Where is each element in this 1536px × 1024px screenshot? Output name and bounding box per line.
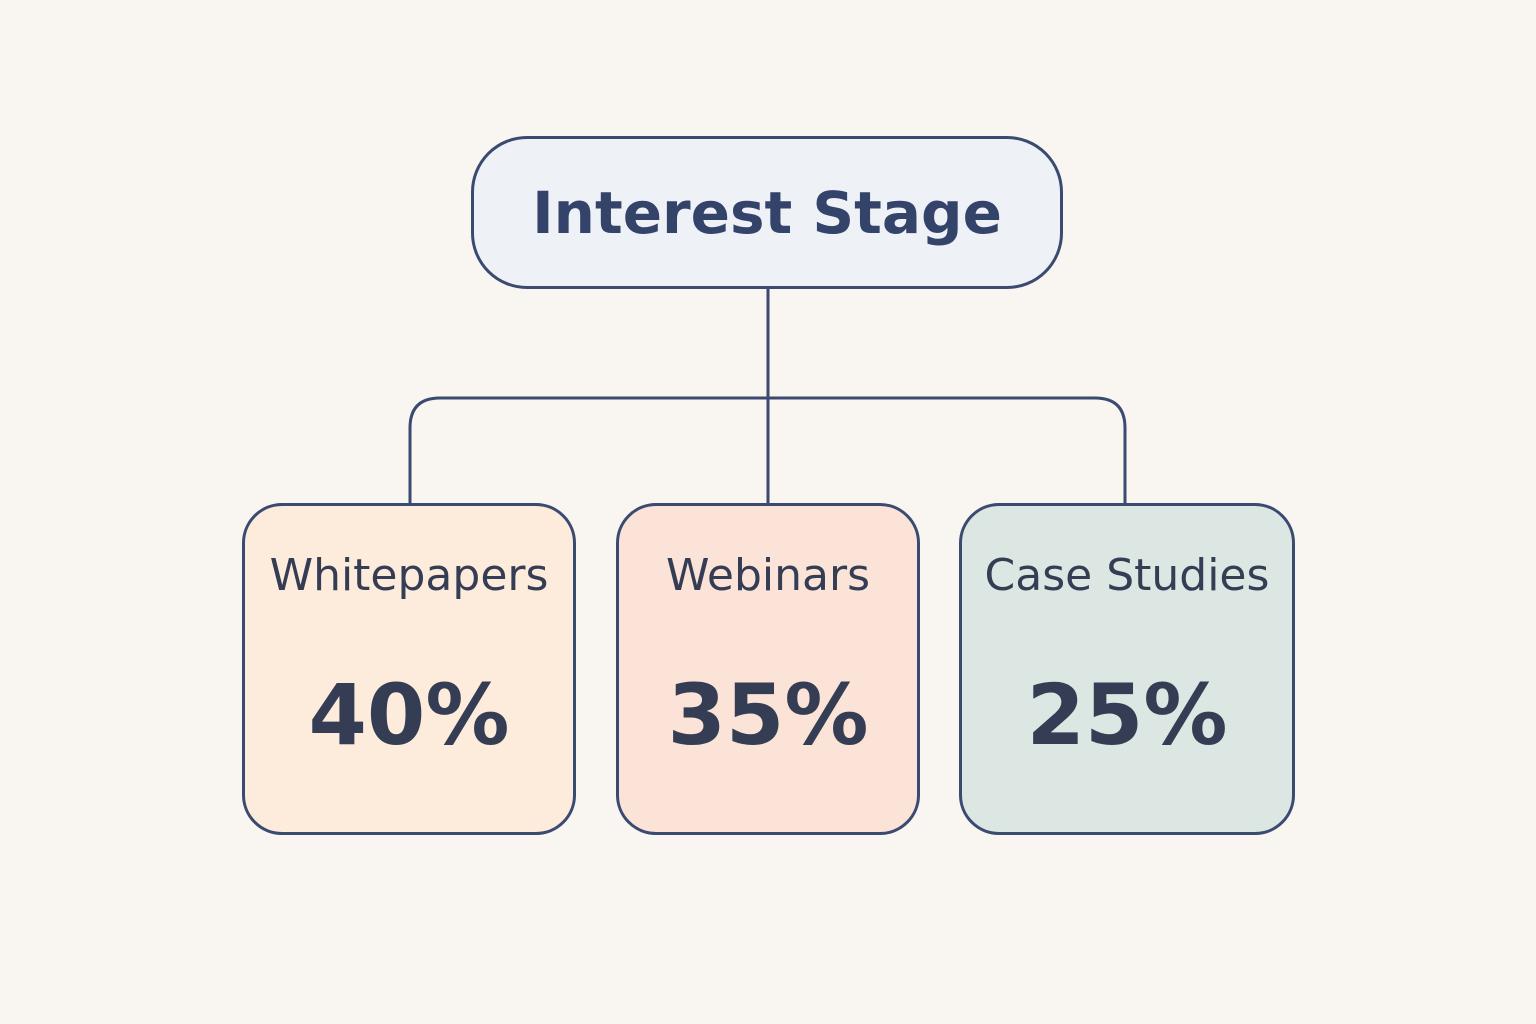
connector-branch-right bbox=[768, 396, 1127, 503]
root-node-title: Interest Stage bbox=[532, 178, 1002, 247]
node-case-studies-label: Case Studies bbox=[984, 550, 1270, 601]
node-whitepapers-value: 40% bbox=[308, 666, 510, 764]
root-node-interest-stage: Interest Stage bbox=[471, 136, 1063, 289]
connector-branch-left bbox=[408, 396, 768, 503]
node-whitepapers-label: Whitepapers bbox=[269, 550, 549, 601]
node-case-studies-value: 25% bbox=[1026, 666, 1228, 764]
node-case-studies: Case Studies 25% bbox=[959, 503, 1295, 835]
node-whitepapers: Whitepapers 40% bbox=[242, 503, 576, 835]
node-webinars: Webinars 35% bbox=[616, 503, 920, 835]
node-webinars-value: 35% bbox=[667, 666, 869, 764]
node-webinars-label: Webinars bbox=[665, 550, 870, 601]
